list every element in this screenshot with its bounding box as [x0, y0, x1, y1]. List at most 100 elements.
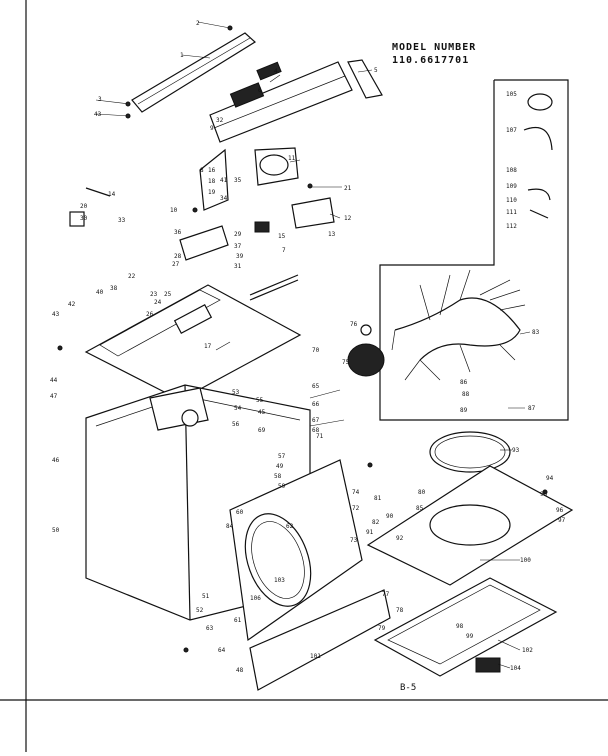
callout-22: 22 — [128, 273, 136, 280]
callout-13: 13 — [328, 231, 336, 238]
callout-70: 70 — [312, 347, 320, 354]
callout-8: 8 — [200, 167, 204, 174]
lower-access-door — [373, 577, 558, 677]
callout-46: 46 — [52, 457, 60, 464]
callout-105: 105 — [506, 91, 517, 98]
callout-50: 50 — [52, 527, 60, 534]
callout-77: 77 — [382, 591, 390, 598]
callout-89: 89 — [460, 407, 468, 414]
callout-11: 11 — [288, 155, 296, 162]
door-opening — [244, 513, 312, 607]
console-top-cover — [131, 32, 256, 113]
callout-91: 91 — [366, 529, 374, 536]
callout-47: 47 — [50, 393, 58, 400]
callout-18: 18 — [208, 178, 216, 185]
callout-67: 67 — [312, 417, 320, 424]
cabinet-top-lip-right — [184, 395, 301, 421]
timer-motor — [259, 154, 289, 176]
callout-112: 112 — [506, 223, 517, 230]
callout-4: 4 — [274, 68, 278, 75]
callout-labels: 2 1 3 43 4 5 6 7 8 9 10 11 12 13 14 15 1… — [50, 20, 566, 674]
callout-5: 5 — [374, 67, 378, 74]
callout-2: 2 — [196, 20, 200, 27]
callout-48: 48 — [236, 667, 244, 674]
top-seal-strip — [249, 274, 299, 296]
callout-45: 45 — [258, 409, 266, 416]
callout-26: 26 — [146, 311, 154, 318]
callout-93: 93 — [512, 447, 520, 454]
callout-12: 12 — [344, 215, 352, 222]
callout-3: 3 — [98, 96, 102, 103]
callout-42: 42 — [68, 301, 76, 308]
callout-98: 98 — [456, 623, 464, 630]
callout-6: 6 — [258, 87, 262, 94]
callout-100: 100 — [520, 557, 531, 564]
console-end-cap — [347, 59, 383, 99]
callout-82: 82 — [372, 519, 380, 526]
top-seal-strip-edge — [249, 279, 299, 301]
callout-27: 27 — [172, 261, 180, 268]
hardware-110 — [529, 209, 549, 219]
model-number-title: MODEL NUMBER — [392, 42, 476, 53]
callout-101: 101 — [310, 653, 321, 660]
callout-31: 31 — [234, 263, 242, 270]
control-panel-ridge — [213, 75, 346, 129]
callout-60: 60 — [236, 509, 244, 516]
door-glass — [429, 504, 511, 546]
callout-19: 19 — [208, 189, 216, 196]
callout-59: 59 — [278, 483, 286, 490]
hardware-screws — [57, 21, 548, 653]
callout-34: 34 — [220, 195, 228, 202]
callout-97: 97 — [558, 517, 566, 524]
side-bracket — [199, 148, 229, 211]
callout-68: 68 — [312, 427, 320, 434]
callout-9: 9 — [210, 125, 214, 132]
callout-78: 78 — [396, 607, 404, 614]
callout-28: 28 — [174, 253, 182, 260]
callout-95: 95 — [540, 491, 548, 498]
callout-109: 109 — [506, 183, 517, 190]
thermostat-bracket — [291, 197, 335, 229]
callout-39: 39 — [236, 253, 244, 260]
callout-63: 63 — [206, 625, 214, 632]
console-top-cover-edge — [137, 37, 251, 105]
callout-33: 33 — [118, 217, 126, 224]
switch-lever — [85, 187, 111, 197]
callout-84: 84 — [226, 523, 234, 530]
callout-58: 58 — [274, 473, 282, 480]
motor-pulley — [360, 324, 372, 336]
callout-53: 53 — [232, 389, 240, 396]
control-panel-housing — [209, 61, 353, 143]
drive-motor — [347, 343, 385, 377]
callout-61: 61 — [234, 617, 242, 624]
callout-103: 103 — [274, 577, 285, 584]
callout-57: 57 — [278, 453, 286, 460]
callout-1: 1 — [180, 52, 184, 59]
callout-108: 108 — [506, 167, 517, 174]
page-label: B-5 — [400, 683, 416, 693]
wiring-inset-frame — [379, 79, 569, 421]
callout-17: 17 — [204, 343, 212, 350]
blower-seal — [181, 409, 199, 427]
callout-32: 32 — [216, 117, 224, 124]
top-panel — [84, 284, 302, 401]
callout-38: 38 — [110, 285, 118, 292]
callout-43a: 43 — [94, 111, 102, 118]
callout-55: 55 — [256, 397, 264, 404]
callout-110: 110 — [506, 197, 517, 204]
lint-screen-opening — [173, 304, 213, 334]
door-opening-gasket — [251, 521, 305, 599]
callout-25: 25 — [164, 291, 172, 298]
callout-106: 106 — [250, 595, 261, 602]
top-panel-recess — [99, 289, 221, 357]
callout-88: 88 — [462, 391, 470, 398]
callout-16: 16 — [208, 167, 216, 174]
callout-29: 29 — [234, 231, 242, 238]
callout-7: 7 — [282, 247, 286, 254]
callout-23: 23 — [150, 291, 158, 298]
idler-arm-109 — [527, 188, 551, 201]
callout-99: 99 — [466, 633, 474, 640]
callout-75: 75 — [342, 359, 350, 366]
door-gasket-ring — [429, 431, 511, 473]
